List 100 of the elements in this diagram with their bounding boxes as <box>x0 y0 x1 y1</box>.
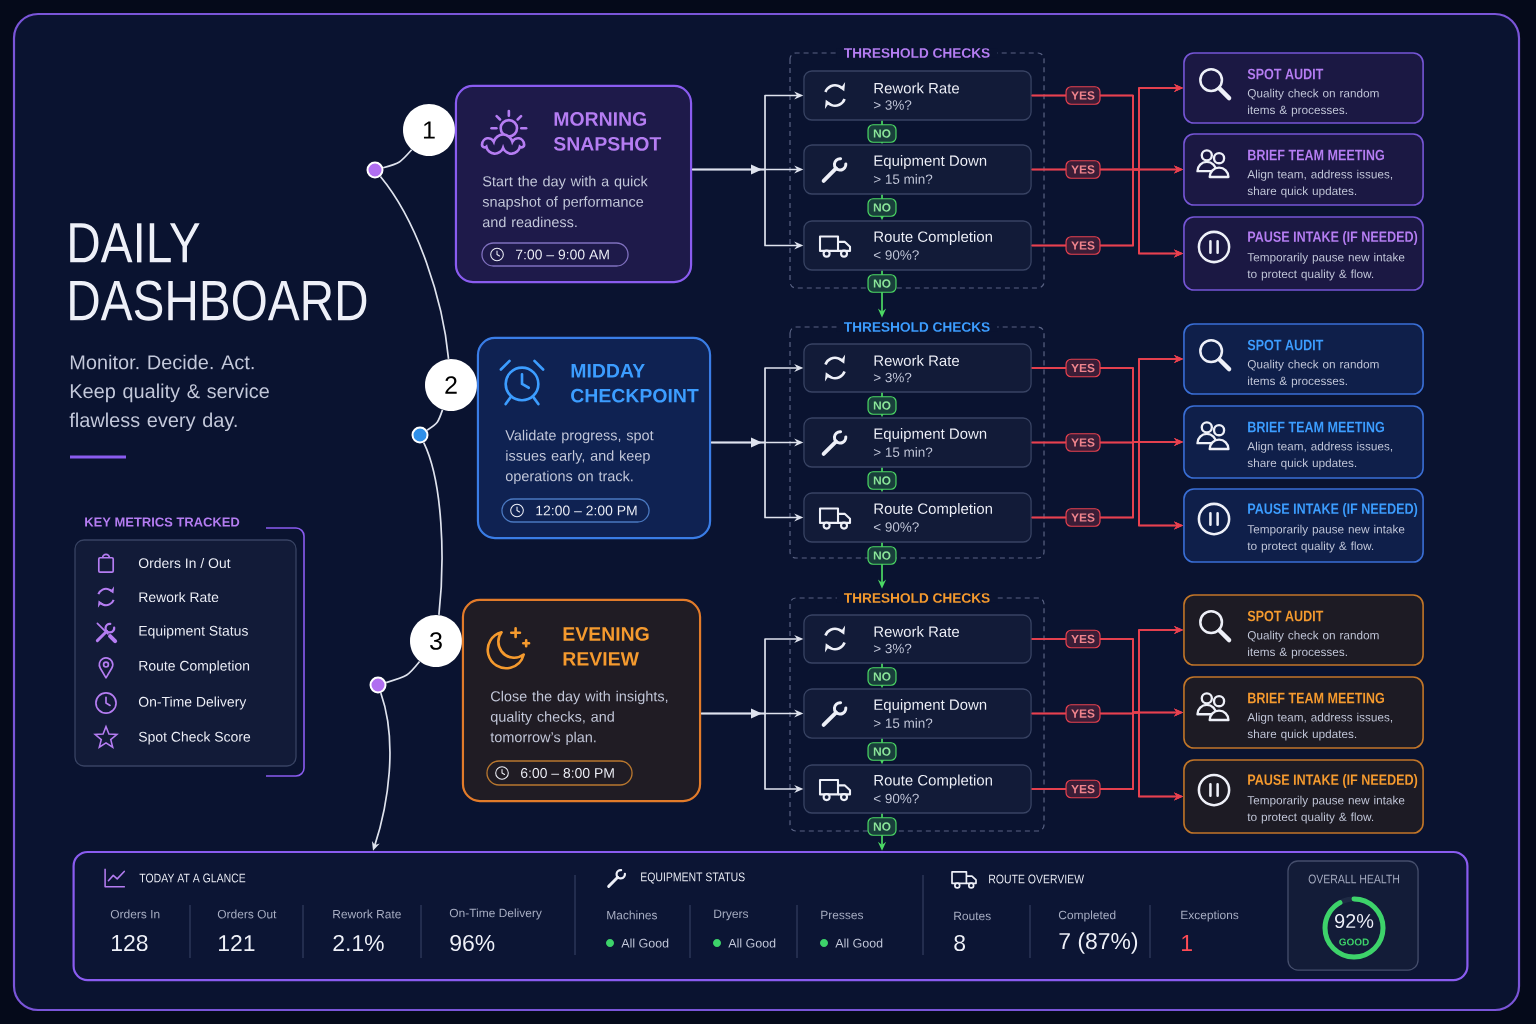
action-title: PAUSE INTAKE (IF NEEDED) <box>1248 503 1418 517</box>
check-box <box>803 688 1032 739</box>
action-description: Quality check on random items & processes. <box>1247 359 1379 388</box>
edge-label: YES <box>1065 779 1101 799</box>
panel-heading: KEY METRICS TRACKED <box>85 517 240 527</box>
summary-panel <box>72 850 1469 982</box>
time-pill: 7:00 – 9:00 AM <box>481 242 629 267</box>
card-description: Start the day with a quick snapshot of performance and readiness. <box>482 175 648 228</box>
check-box <box>803 764 1032 814</box>
edge-label: NO <box>867 546 897 565</box>
gauge-value: 92% <box>1335 913 1374 929</box>
time-pill: 6:00 – 8:00 PM <box>486 760 633 786</box>
group-heading: THRESHOLD CHECKS <box>836 322 998 332</box>
edge-label: YES <box>1065 508 1101 527</box>
action-card <box>1183 594 1424 666</box>
group-heading: THRESHOLD CHECKS <box>836 48 998 58</box>
action-card <box>1183 133 1424 206</box>
action-description: Align team, address issues, share quick updates. <box>1247 169 1393 198</box>
edge-label: NO <box>867 742 897 761</box>
check-title: Equipment Down <box>874 155 987 169</box>
connector-line <box>426 409 444 432</box>
metric-label: Rework Rate <box>139 591 219 603</box>
edge-label: YES <box>1065 433 1101 452</box>
edge-label: YES <box>1065 160 1101 179</box>
metric-label: Machines <box>607 910 658 920</box>
metric-value: 121 <box>219 935 255 951</box>
edge-label: NO <box>867 198 897 217</box>
action-description: Temporarily pause new intake to protect quality & flow. <box>1247 252 1405 281</box>
metric-value: 128 <box>112 934 148 952</box>
check-box <box>803 614 1032 664</box>
connector-line <box>379 175 450 360</box>
check-condition: < 90%? <box>873 250 919 260</box>
check-box <box>803 144 1032 195</box>
check-condition: > 3%? <box>873 372 912 383</box>
check-condition: > 15 min? <box>873 447 933 457</box>
metric-value: 1 <box>1182 935 1192 951</box>
card-description: Validate progress, spot issues early, and keep operations on track. <box>505 429 654 485</box>
action-title: SPOT AUDIT <box>1247 610 1324 622</box>
gauge-heading: OVERALL HEALTH <box>1308 874 1400 884</box>
action-title: PAUSE INTAKE (IF NEEDED) <box>1248 774 1418 788</box>
action-description: Align team, address issues, share quick updates. <box>1247 441 1393 470</box>
time-pill: 12:00 – 2:00 PM <box>501 498 650 523</box>
action-card <box>1183 405 1424 479</box>
action-title: BRIEF TEAM MEETING <box>1248 692 1384 704</box>
arrowhead <box>751 164 762 175</box>
action-card <box>1183 216 1424 291</box>
timeline-dot <box>366 161 384 179</box>
metric-label: On-Time Delivery <box>449 908 542 920</box>
card-title: EVENING REVIEW <box>563 627 649 666</box>
metric-label: Orders In / Out <box>138 557 231 569</box>
metrics-panel <box>74 517 305 777</box>
edge-label: NO <box>867 274 897 293</box>
action-description: Temporarily pause new intake to protect quality & flow. <box>1247 795 1405 824</box>
edge-label: NO <box>867 817 897 836</box>
metric-value: 2.1% <box>333 934 384 952</box>
check-condition: > 15 min? <box>873 718 933 728</box>
check-condition: > 3%? <box>873 643 912 654</box>
metric-value: 8 <box>954 934 966 952</box>
check-title: Equipment Down <box>874 428 987 442</box>
arrowhead <box>751 437 762 448</box>
phase-card <box>476 336 712 540</box>
metric-label: Routes <box>954 911 991 921</box>
connector-line <box>385 660 421 684</box>
edge-label: YES <box>1065 629 1101 649</box>
action-description: Quality check on random items & processes. <box>1247 88 1379 117</box>
action-title: BRIEF TEAM MEETING <box>1248 149 1384 161</box>
connector-line <box>382 148 413 169</box>
tagline: Monitor. Decide. Act. Keep quality & service flawless every day. <box>69 354 269 432</box>
metric-label: Completed <box>1058 910 1116 922</box>
action-description: Quality check on random items & processes. <box>1247 630 1379 659</box>
health-card <box>1287 860 1419 971</box>
check-condition: < 90%? <box>873 522 919 532</box>
section-heading: ROUTE OVERVIEW <box>989 874 1084 884</box>
section-heading: TODAY AT A GLANCE <box>139 873 246 883</box>
metric-value: 96% <box>450 934 495 952</box>
card-title: MIDDAY CHECKPOINT <box>571 364 699 403</box>
action-card <box>1183 52 1424 124</box>
action-card <box>1183 676 1424 749</box>
card-title: MORNING SNAPSHOT <box>553 112 662 151</box>
timeline-dot <box>369 676 387 694</box>
check-box <box>803 70 1032 121</box>
metric-label: On-Time Delivery <box>138 696 247 710</box>
group-heading: THRESHOLD CHECKS <box>836 593 998 603</box>
phase-card <box>461 598 702 803</box>
section-heading: EQUIPMENT STATUS <box>641 872 745 884</box>
metric-value: 7 (87%) <box>1059 932 1138 954</box>
gauge-status: GOOD <box>1339 938 1369 946</box>
metric-label: Route Completion <box>139 660 250 674</box>
status-text: All Good <box>621 938 669 948</box>
check-title: Rework Rate <box>874 626 960 637</box>
check-title: Route Completion <box>874 503 992 517</box>
metric-label: Orders In <box>110 909 160 919</box>
status-text: All Good <box>728 938 776 948</box>
check-condition: > 15 min? <box>873 174 933 184</box>
action-description: Temporarily pause new intake to protect quality & flow. <box>1247 524 1405 553</box>
check-title: Equipment Down <box>874 699 987 713</box>
action-title: SPOT AUDIT <box>1247 339 1324 351</box>
arrowhead <box>751 708 762 719</box>
metric-label: Presses <box>821 910 864 920</box>
phase-card <box>454 84 693 284</box>
